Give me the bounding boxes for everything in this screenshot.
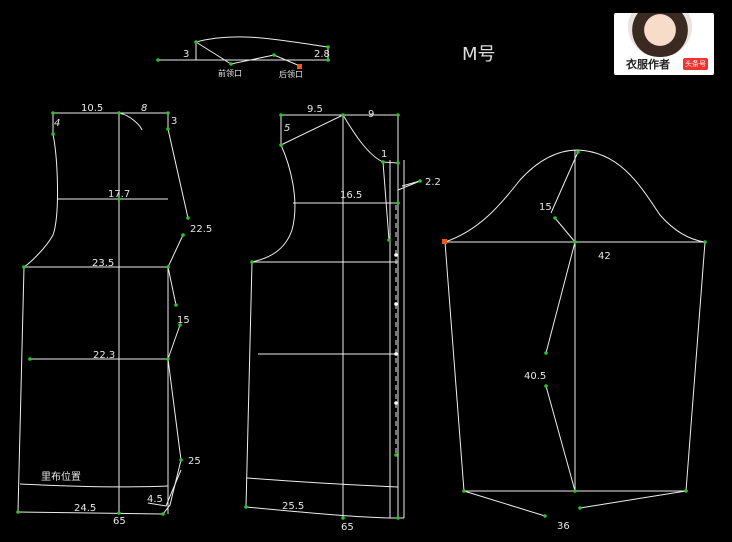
back-label-235: 23.5: [92, 258, 114, 269]
front-label-165: 16.5: [340, 190, 362, 201]
back-bodice: [17, 112, 189, 515]
sleeve-label-405: 40.5: [524, 371, 546, 382]
back-label-245: 24.5: [74, 503, 96, 514]
collar-label-3: 3: [183, 49, 189, 60]
back-lining-label: 里布位置: [41, 470, 81, 483]
size-title: M号: [462, 44, 496, 65]
front-label-5: 5: [284, 123, 290, 134]
back-label-105: 10.5: [81, 103, 103, 114]
front-label-255: 25.5: [282, 501, 304, 512]
back-label-65: 65: [113, 516, 126, 527]
front-neck-label: 前领口: [218, 68, 242, 78]
sleeve-label-42: 42: [598, 251, 611, 262]
back-neck-label: 后领口: [279, 69, 303, 79]
back-label-25: 25: [188, 456, 201, 467]
front-label-9: 9: [368, 109, 374, 120]
sleeve-label-15: 15: [539, 202, 552, 213]
back-label-15: 15: [177, 315, 190, 326]
back-label-3: 3: [171, 116, 177, 127]
sleeve-piece: [444, 149, 706, 517]
front-bodice: [245, 114, 421, 519]
collar-label-28: 2.8: [314, 49, 330, 60]
sleeve-label-36: 36: [557, 521, 570, 532]
front-label-65: 65: [341, 522, 354, 533]
platform-badge: 头条号: [683, 58, 708, 70]
collar-piece: [158, 36, 330, 67]
avatar[interactable]: [628, 13, 692, 57]
back-label-8: 8: [141, 103, 147, 114]
back-label-4: 4: [54, 118, 60, 129]
front-label-22: 2.2: [425, 177, 441, 188]
front-label-1: 1: [381, 149, 387, 160]
front-label-95: 9.5: [307, 104, 323, 115]
author-card[interactable]: 衣服作者 头条号: [614, 13, 714, 75]
back-label-225: 22.5: [190, 224, 212, 235]
back-label-45: 4.5: [147, 494, 163, 505]
back-label-177: 17.7: [108, 189, 130, 200]
author-name[interactable]: 衣服作者: [626, 58, 670, 71]
back-label-223: 22.3: [93, 350, 115, 361]
